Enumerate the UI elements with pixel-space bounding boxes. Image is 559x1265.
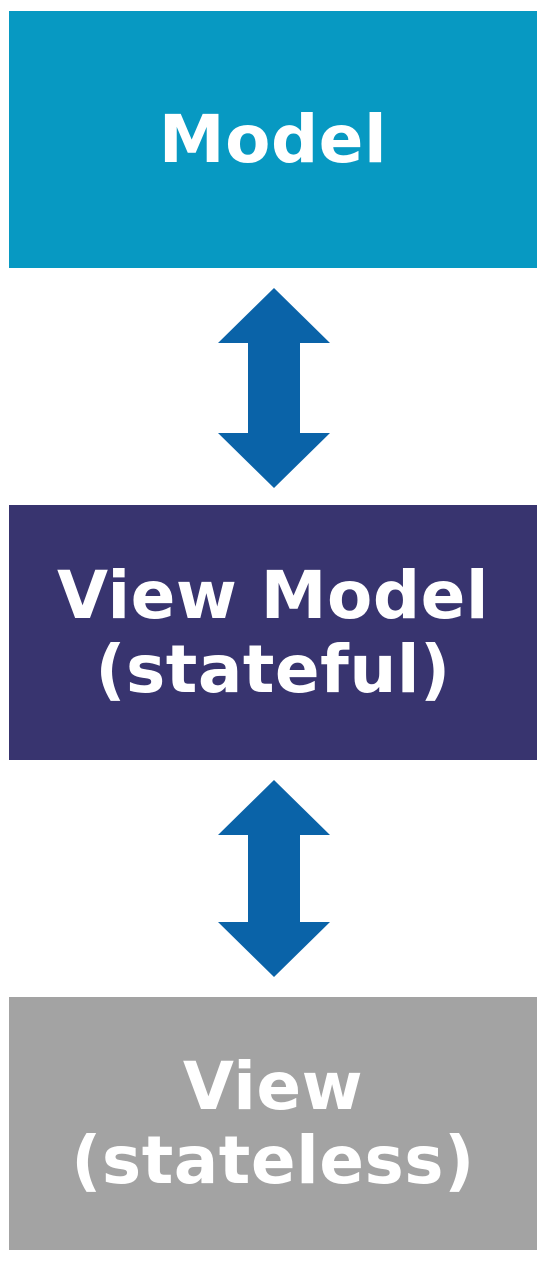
double-arrow-vertical-icon [218, 288, 330, 488]
view-label: View [182, 1047, 364, 1125]
view-model-sublabel: (stateful) [95, 630, 451, 708]
double-arrow-icon-viewmodel-view [218, 780, 330, 977]
double-arrow-icon-model-viewmodel [218, 288, 330, 488]
view-sublabel: (stateless) [71, 1121, 475, 1199]
view-model-label: View Model [57, 556, 489, 634]
view-model-box: View Model (stateful) [9, 505, 537, 760]
double-arrow-vertical-icon [218, 780, 330, 977]
model-label: Model [158, 100, 388, 178]
model-box: Model [9, 11, 537, 268]
view-box: View (stateless) [9, 997, 537, 1250]
